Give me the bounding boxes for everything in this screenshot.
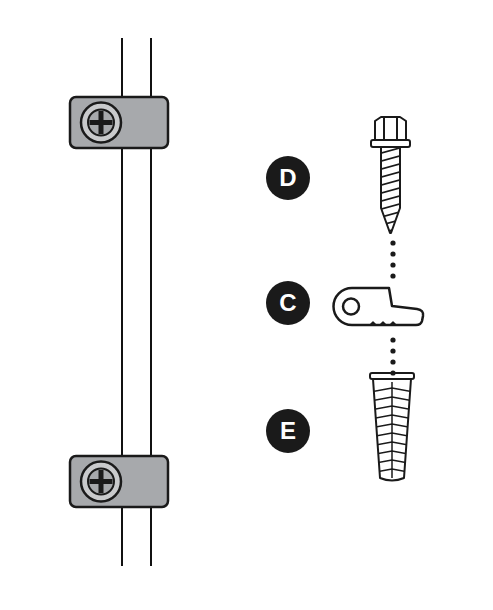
screw-head: [81, 103, 121, 143]
wall-anchor: [370, 373, 414, 481]
thread-line: [378, 227, 403, 234]
anchor-rib: [370, 469, 414, 473]
thread-line: [378, 179, 403, 186]
clip-body: [70, 456, 168, 507]
screw-head: [81, 462, 121, 502]
guide-dot: [390, 348, 395, 353]
anchor-body: [373, 379, 411, 481]
callout-letter: E: [266, 409, 310, 453]
guide-dot: [390, 240, 395, 245]
clip-body: [70, 97, 168, 148]
clip-outline: [334, 288, 424, 325]
guide-dot: [390, 337, 395, 342]
screw-threads: [378, 147, 403, 234]
callout-letter-text: D: [279, 166, 296, 190]
anchor-rib: [370, 406, 414, 410]
anchor-rib: [370, 451, 414, 455]
thread-line: [378, 155, 403, 162]
thread-line: [378, 171, 403, 178]
guide-dot: [390, 262, 395, 267]
anchor-rib: [370, 415, 414, 419]
clip-hole: [343, 299, 359, 315]
phillips-cross: [90, 470, 113, 493]
guide-dot: [390, 251, 395, 256]
screw-flange: [371, 140, 410, 147]
thread-line: [378, 187, 403, 194]
anchor-rib: [370, 424, 414, 428]
thread-line: [378, 219, 403, 226]
anchor-rib: [370, 388, 414, 392]
callout-letter: D: [266, 156, 310, 200]
guide-dot: [390, 370, 395, 375]
installed-clip: [70, 456, 168, 507]
clip-teeth: [370, 322, 396, 325]
guide-dot: [390, 273, 395, 278]
thread-line: [378, 195, 403, 202]
hex-screw: [371, 117, 410, 234]
cable-clip: [334, 288, 424, 325]
anchor-rib: [370, 433, 414, 437]
anchor-rib: [370, 442, 414, 446]
callout-letter: C: [266, 281, 310, 325]
phillips-cross: [90, 111, 113, 134]
installed-clip: [70, 97, 168, 148]
screw-head-inner: [88, 110, 114, 136]
thread-line: [378, 203, 403, 210]
callout-letter-text: E: [280, 419, 296, 443]
thread-line: [378, 147, 403, 154]
callout-letter-text: C: [279, 291, 296, 315]
anchor-ribs: [370, 388, 414, 473]
guide-dot: [390, 359, 395, 364]
anchor-rib: [370, 397, 414, 401]
screw-head-inner: [88, 469, 114, 495]
screw-hex-head: [375, 117, 406, 140]
screw-hex-facets: [384, 117, 397, 140]
thread-line: [378, 163, 403, 170]
anchor-rib: [370, 460, 414, 464]
thread-line: [378, 211, 403, 218]
assembly-guide-dots: [390, 240, 395, 375]
